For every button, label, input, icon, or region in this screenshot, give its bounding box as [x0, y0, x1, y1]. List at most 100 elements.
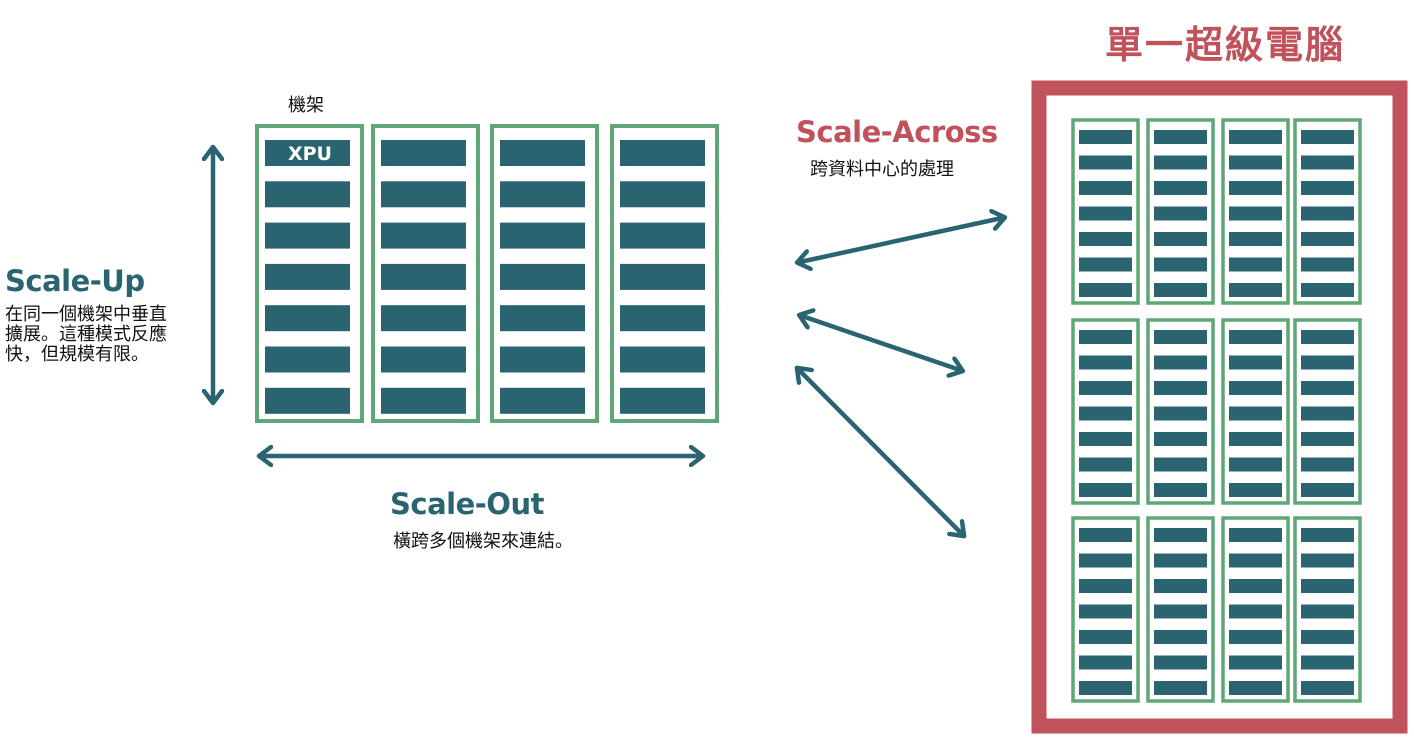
super-xpu-slot [1301, 604, 1354, 619]
super-rack-r2c4 [1293, 318, 1362, 505]
super-xpu-slot [1229, 232, 1282, 246]
super-rack-r3c4 [1293, 516, 1362, 703]
xpu-slot [381, 305, 466, 332]
super-xpu-slot [1301, 432, 1354, 446]
super-xpu-slot [1079, 655, 1132, 670]
super-xpu-slot [1154, 232, 1207, 246]
xpu-slot [620, 140, 705, 166]
rack-3 [490, 124, 599, 423]
super-xpu-slot [1079, 232, 1132, 246]
super-xpu-slot [1229, 483, 1282, 497]
super-xpu-slot [1154, 355, 1207, 370]
xpu-slot [265, 181, 350, 208]
super-xpu-slot [1301, 457, 1354, 472]
scale-out-title: Scale-Out [390, 487, 544, 521]
xpu-slot [265, 140, 350, 166]
super-xpu-slot [1154, 579, 1207, 593]
super-xpu-slot [1229, 206, 1282, 221]
xpu-slot [265, 346, 350, 373]
super-xpu-slot [1229, 257, 1282, 272]
super-xpu-slot [1229, 155, 1282, 170]
super-xpu-slot [1079, 155, 1132, 170]
super-xpu-slot [1301, 579, 1354, 593]
xpu-slot [500, 181, 585, 208]
scale-across-title: Scale-Across [796, 115, 998, 149]
super-xpu-slot [1154, 330, 1207, 344]
super-xpu-slot [1301, 630, 1354, 644]
super-xpu-slot [1229, 381, 1282, 395]
super-rack-r1c1 [1071, 118, 1140, 305]
left-rack-group [255, 124, 719, 423]
super-xpu-slot [1079, 130, 1132, 144]
super-xpu-slot [1079, 604, 1132, 619]
super-xpu-slot [1079, 528, 1132, 542]
super-xpu-slot [1079, 406, 1132, 421]
super-xpu-slot [1301, 381, 1354, 395]
super-xpu-slot [1301, 181, 1354, 195]
super-rack-r1c2 [1146, 118, 1215, 305]
xpu-slot [500, 305, 585, 332]
rack-2 [371, 124, 480, 423]
super-xpu-slot [1229, 330, 1282, 344]
super-xpu-slot [1229, 553, 1282, 568]
super-xpu-slot [1079, 355, 1132, 370]
xpu-slot [620, 305, 705, 332]
super-xpu-slot [1301, 406, 1354, 421]
super-xpu-slot [1301, 257, 1354, 272]
super-xpu-slot [1301, 232, 1354, 246]
scale-across-arrow-bottom [799, 370, 962, 534]
super-xpu-slot [1301, 283, 1354, 297]
super-xpu-slot [1154, 604, 1207, 619]
super-xpu-slot [1229, 457, 1282, 472]
super-xpu-slot [1154, 483, 1207, 497]
xpu-slot [620, 387, 705, 414]
xpu-slot [620, 222, 705, 249]
super-xpu-slot [1154, 283, 1207, 297]
super-xpu-slot [1154, 181, 1207, 195]
xpu-label: XPU [288, 143, 332, 165]
super-xpu-slot [1301, 206, 1354, 221]
super-xpu-slot [1079, 257, 1132, 272]
super-xpu-slot [1079, 579, 1132, 593]
rack-label: 機架 [288, 95, 324, 116]
super-xpu-slot [1229, 579, 1282, 593]
super-xpu-slot [1154, 630, 1207, 644]
super-xpu-slot [1154, 681, 1207, 695]
rack-1 [255, 124, 364, 423]
super-xpu-slot [1079, 457, 1132, 472]
super-xpu-slot [1301, 330, 1354, 344]
super-xpu-slot [1154, 257, 1207, 272]
super-xpu-slot [1301, 553, 1354, 568]
xpu-slot [500, 346, 585, 373]
super-xpu-slot [1301, 681, 1354, 695]
xpu-slot [265, 263, 350, 290]
super-xpu-slot [1154, 206, 1207, 221]
xpu-slot [381, 346, 466, 373]
super-xpu-slot [1301, 483, 1354, 497]
xpu-slot [381, 222, 466, 249]
super-xpu-slot [1154, 553, 1207, 568]
xpu-slot [381, 263, 466, 290]
super-xpu-slot [1154, 406, 1207, 421]
super-xpu-slot [1229, 432, 1282, 446]
super-xpu-slot [1079, 432, 1132, 446]
super-xpu-slot [1301, 655, 1354, 670]
xpu-slot [265, 222, 350, 249]
xpu-slot [265, 305, 350, 332]
super-xpu-slot [1229, 681, 1282, 695]
scale-up-description: 在同一個機架中垂直擴展。這種模式反應快，但規模有限。 [5, 304, 167, 365]
super-xpu-slot [1229, 355, 1282, 370]
xpu-slot [381, 140, 466, 166]
super-rack-r3c1 [1071, 516, 1140, 703]
super-xpu-slot [1079, 483, 1132, 497]
supercomputer-rack-group [1071, 118, 1362, 703]
xpu-slot [500, 222, 585, 249]
super-rack-r3c3 [1221, 516, 1290, 703]
super-xpu-slot [1154, 432, 1207, 446]
xpu-slot [381, 387, 466, 414]
super-xpu-slot [1301, 355, 1354, 370]
super-xpu-slot [1229, 181, 1282, 195]
super-xpu-slot [1229, 655, 1282, 670]
supercomputer-frame [1031, 80, 1408, 734]
scale-out-description: 橫跨多個機架來連結。 [393, 531, 573, 552]
